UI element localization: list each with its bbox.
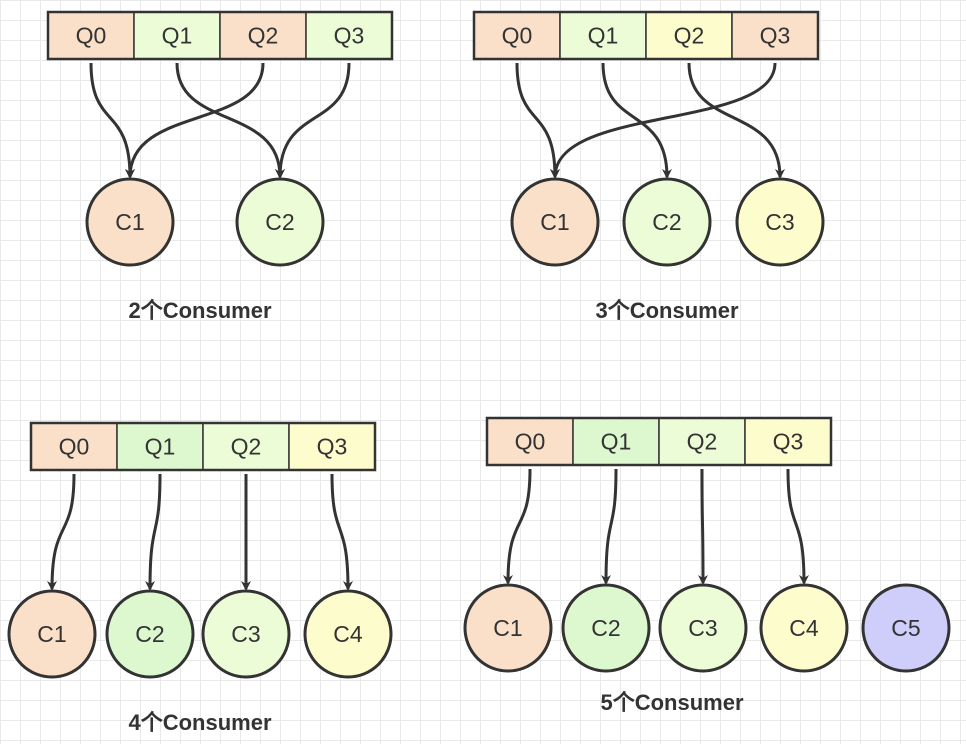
assignment-arrow	[697, 468, 708, 585]
queue-label: Q2	[674, 23, 705, 49]
panel-caption: 4个Consumer	[128, 710, 271, 735]
queue-cell	[473, 11, 561, 60]
consumer-node	[622, 177, 712, 267]
queue-label: Q0	[76, 23, 107, 49]
queue-label: Q3	[334, 23, 365, 49]
queue-label: Q1	[601, 429, 632, 455]
panel-4-arrows	[503, 468, 809, 585]
queue-cell	[288, 422, 376, 471]
consumer-label: C3	[231, 621, 260, 647]
panel-3-arrows	[47, 473, 353, 591]
consumer-node	[105, 589, 195, 679]
queue-label: Q2	[231, 434, 262, 460]
assignment-arrow	[330, 473, 353, 591]
consumer-node	[201, 589, 291, 679]
assignment-arrow	[601, 62, 672, 179]
consumer-node	[658, 583, 748, 673]
queue-label: Q1	[162, 23, 193, 49]
queue-bar-border	[29, 421, 377, 472]
consumer-label: C4	[333, 621, 363, 647]
consumer-label: C2	[265, 209, 294, 235]
assignment-arrow	[89, 62, 135, 179]
consumer-label: C3	[765, 209, 794, 235]
queue-cell	[744, 417, 832, 466]
assignment-arrow	[515, 62, 560, 179]
consumer-node	[759, 583, 849, 673]
queue-cell	[202, 422, 290, 471]
panel-2-arrows	[515, 62, 785, 179]
consumer-node	[7, 589, 97, 679]
queue-cell	[486, 417, 574, 466]
queue-label: Q2	[248, 23, 279, 49]
queue-label: Q3	[317, 434, 348, 460]
queue-label: Q0	[502, 23, 533, 49]
consumer-node	[303, 589, 393, 679]
consumer-label: C2	[135, 621, 164, 647]
consumer-label: C2	[652, 209, 681, 235]
consumer-label: C1	[115, 209, 144, 235]
queue-label: Q0	[59, 434, 90, 460]
consumer-node	[85, 177, 175, 267]
assignment-arrow	[175, 62, 285, 179]
panel-caption: 3个Consumer	[595, 298, 738, 323]
assignment-arrow	[125, 62, 265, 179]
consumer-label: C5	[891, 615, 920, 641]
consumer-label: C2	[591, 615, 620, 641]
consumer-node	[463, 583, 553, 673]
consumer-node	[235, 177, 325, 267]
queue-label: Q2	[687, 429, 718, 455]
consumer-node	[735, 177, 825, 267]
assignment-arrow	[786, 468, 809, 585]
queue-label: Q3	[773, 429, 804, 455]
consumer-label: C3	[688, 615, 717, 641]
consumer-label: C1	[493, 615, 522, 641]
assignment-arrow	[601, 468, 618, 585]
queue-cell	[658, 417, 746, 466]
queue-cell	[305, 11, 393, 60]
queue-label: Q1	[145, 434, 176, 460]
queue-bar-border	[472, 10, 820, 61]
assignment-arrow	[145, 473, 162, 591]
queue-bar-border	[46, 10, 394, 61]
panel-caption: 5个Consumer	[600, 690, 743, 715]
consumer-label: C1	[37, 621, 66, 647]
queue-bar-border	[485, 416, 833, 467]
assignment-arrow	[275, 62, 351, 179]
queue-cell	[47, 11, 135, 60]
consumer-node	[510, 177, 600, 267]
assignment-arrow	[47, 473, 76, 591]
panel-1-arrows	[89, 62, 351, 179]
consumer-node	[561, 583, 651, 673]
consumer-label: C1	[540, 209, 569, 235]
assignment-arrow	[687, 62, 785, 179]
queue-label: Q3	[760, 23, 791, 49]
queue-label: Q1	[588, 23, 619, 49]
consumer-label: C4	[789, 615, 819, 641]
queue-label: Q0	[515, 429, 546, 455]
assignment-arrow	[503, 468, 532, 585]
assignment-arrow	[550, 62, 777, 179]
consumer-node	[861, 583, 951, 673]
panel-caption: 2个Consumer	[128, 298, 271, 323]
